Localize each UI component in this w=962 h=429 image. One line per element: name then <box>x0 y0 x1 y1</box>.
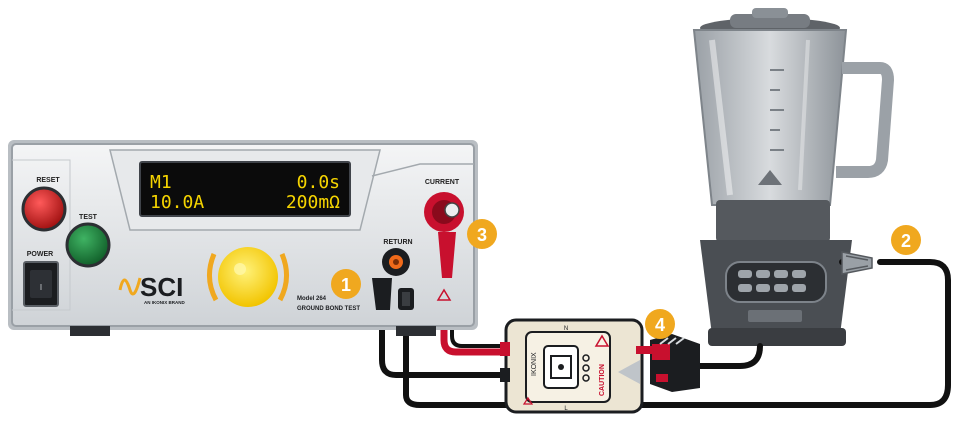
callout-3: 3 <box>467 219 497 249</box>
adapter-side-top: N <box>564 326 568 332</box>
power-switch-mark: I <box>40 283 42 292</box>
adapter-caution: CAUTION <box>599 364 606 396</box>
svg-text:3: 3 <box>477 225 487 245</box>
blender-ground-clamp <box>841 251 873 275</box>
callout-1: 1 <box>331 269 361 299</box>
brand-logo-text: SCI <box>140 272 183 302</box>
blender <box>692 8 895 346</box>
return-lead-plugs <box>372 278 414 310</box>
adjust-knob[interactable] <box>207 247 289 307</box>
display-line2-left: 10.0A <box>150 192 204 213</box>
current-lead-plug <box>438 232 456 278</box>
display-line1-left: M1 <box>150 172 172 193</box>
test-button[interactable] <box>65 222 111 268</box>
lcd-display <box>139 161 351 217</box>
blender-plug <box>618 334 700 392</box>
reset-label: RESET <box>36 177 60 184</box>
svg-text:1: 1 <box>341 275 351 295</box>
svg-text:2: 2 <box>901 231 911 251</box>
reset-button[interactable] <box>21 186 67 232</box>
callout-2: 2 <box>891 225 921 255</box>
adapter-brand: IKONIX <box>531 352 538 376</box>
return-label: RETURN <box>383 239 412 246</box>
test-label: TEST <box>79 214 98 221</box>
current-label: CURRENT <box>425 179 460 186</box>
model-label: Model 264 <box>297 296 327 302</box>
test-adapter-box: IKONIX CAUTION N L <box>500 318 644 414</box>
display-line1-right: 0.0s <box>297 172 340 193</box>
callout-4: 4 <box>645 309 675 339</box>
model-description: GROUND BOND TEST <box>297 306 360 312</box>
sci-logo: SCI AN IKONIX BRAND <box>118 272 186 305</box>
display-line2-right: 200mΩ <box>286 192 340 213</box>
svg-text:4: 4 <box>655 315 665 335</box>
adapter-side-bottom: L <box>564 406 568 412</box>
brand-tagline: AN IKONIX BRAND <box>144 300 186 305</box>
power-label: POWER <box>27 251 53 258</box>
